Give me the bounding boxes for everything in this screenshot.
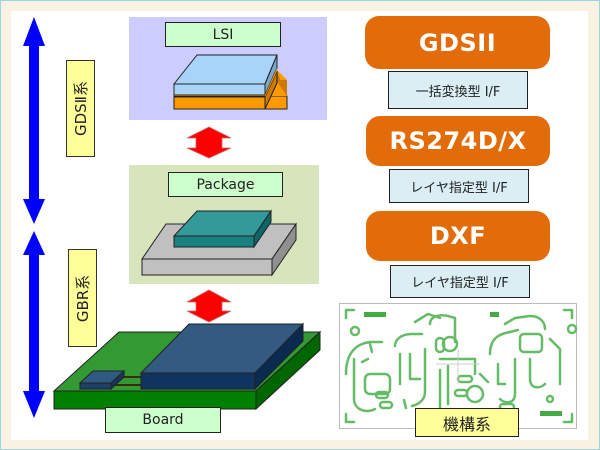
interface-box-gdsii: 一括変換型 I/F <box>388 71 528 109</box>
lsi-tag: LSI <box>165 22 281 47</box>
slide-canvas: GDSⅡ系 GBR系 LSI Package <box>11 11 588 440</box>
board-icon <box>52 322 322 411</box>
format-name-rs274: RS274D/X <box>389 127 527 155</box>
lsi-package-red-arrow <box>186 126 232 159</box>
gdsii-system-label: GDSⅡ系 <box>66 60 95 157</box>
board-label: Board <box>142 412 184 428</box>
interface-box-dxf: レイヤ指定型 I/F <box>390 265 530 298</box>
mechanical-label: 機構系 <box>442 414 491 434</box>
format-name-dxf: DXF <box>429 222 487 250</box>
package-tag: Package <box>168 172 283 197</box>
gbr-system-label: GBR系 <box>68 249 97 347</box>
pcb-outline-drawing <box>344 308 578 424</box>
gbr-range-arrow <box>23 231 45 418</box>
interface-label-dxf: レイヤ指定型 I/F <box>411 276 509 291</box>
board-tag: Board <box>105 407 221 433</box>
lsi-label: LSI <box>212 26 234 43</box>
format-badge-rs274: RS274D/X <box>366 116 550 166</box>
interface-box-rs274: レイヤ指定型 I/F <box>389 169 529 203</box>
format-name-gdsii: GDSII <box>418 28 497 57</box>
package-icon <box>141 209 297 277</box>
format-badge-gdsii: GDSII <box>365 16 550 69</box>
lsi-chip-icon <box>172 54 288 110</box>
format-badge-dxf: DXF <box>366 211 550 261</box>
interface-label-rs274: レイヤ指定型 I/F <box>410 180 508 196</box>
package-board-red-arrow <box>186 289 232 323</box>
mechanical-tag: 機構系 <box>415 408 519 437</box>
package-label: Package <box>196 176 255 193</box>
gdsii-range-arrow <box>23 17 45 224</box>
interface-label-gdsii: 一括変換型 I/F <box>415 84 501 100</box>
